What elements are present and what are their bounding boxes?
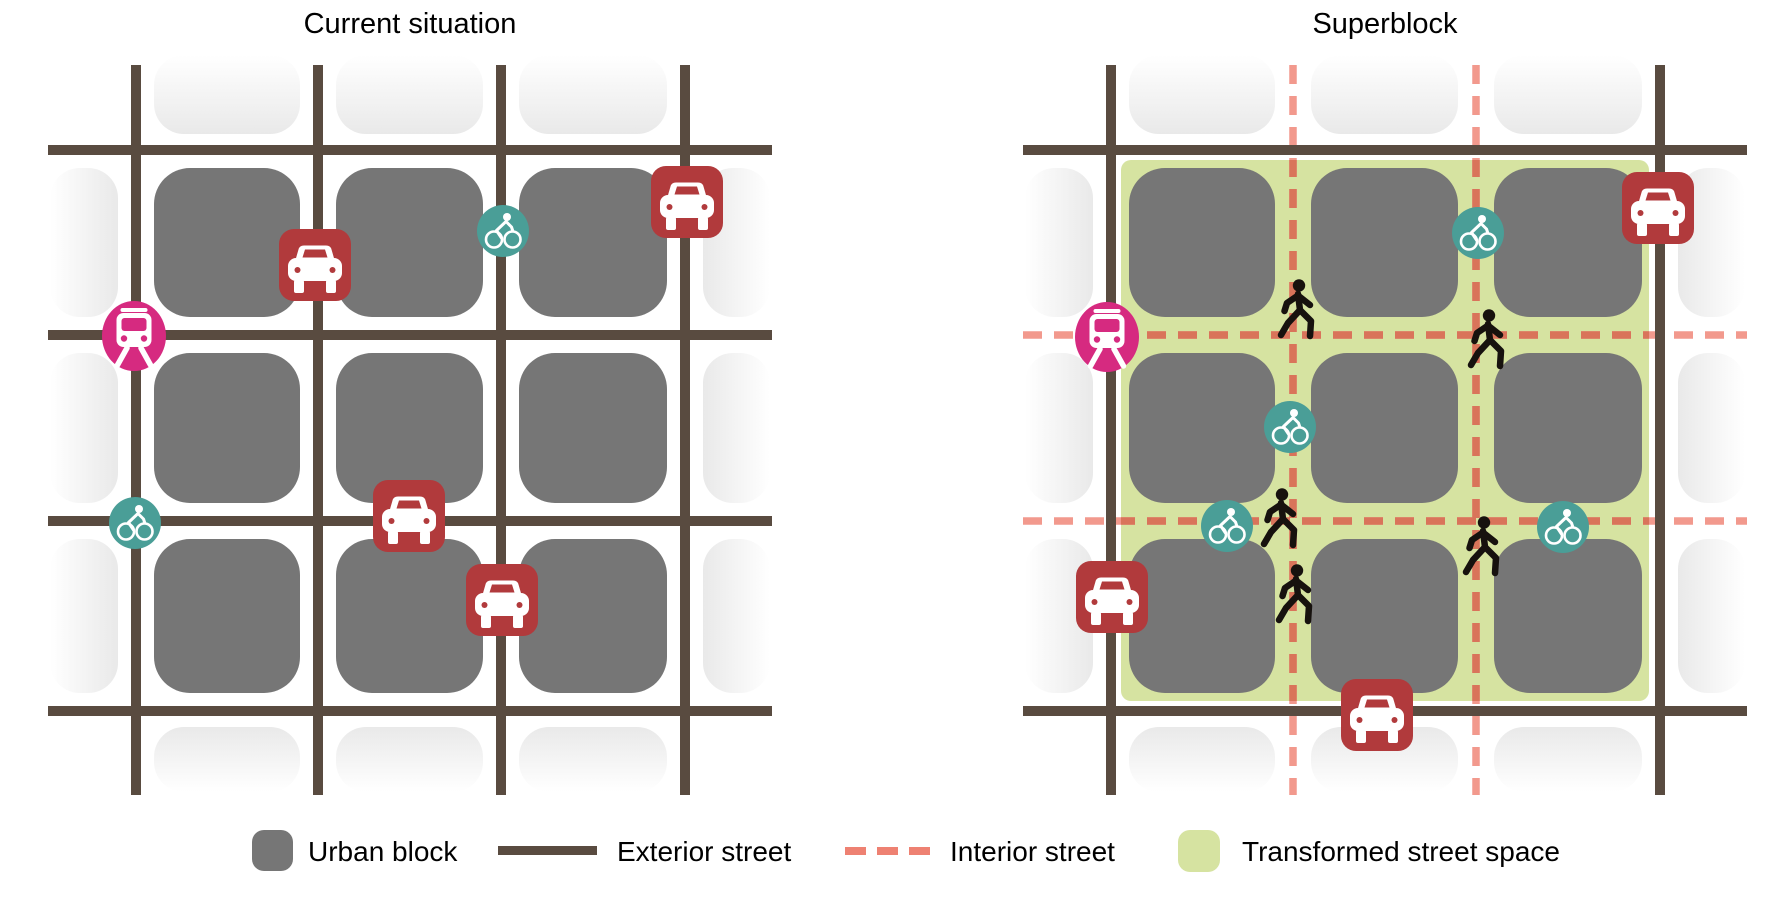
- left-panel-title: Current situation: [303, 8, 517, 40]
- transformed-street-space-swatch: [1178, 830, 1220, 872]
- exterior-street-swatch: [498, 846, 597, 855]
- urban-blocks-grid: [154, 168, 667, 693]
- right-panel-title: Superblock: [1312, 8, 1458, 40]
- interior-street-swatch: [845, 847, 930, 855]
- tram-icon: [102, 301, 166, 371]
- bicycle-icon: [1199, 498, 1255, 554]
- bicycle-icon: [1450, 205, 1506, 261]
- tram-icon: [1075, 302, 1139, 372]
- legend-label-transformed-street-space: Transformed street space: [1242, 835, 1560, 867]
- bicycle-icon: [107, 495, 163, 551]
- current-situation-panel: [48, 55, 772, 795]
- superblock-panel: [1023, 55, 1747, 795]
- urban-blocks-grid: [1129, 168, 1642, 693]
- car-icon: [1076, 561, 1148, 633]
- legend-label-interior-street: Interior street: [950, 835, 1115, 867]
- legend-label-urban-block: Urban block: [308, 835, 458, 867]
- urban-block-swatch: [252, 830, 293, 871]
- car-icon: [1622, 172, 1694, 244]
- car-icon: [373, 480, 445, 552]
- legend-label-exterior-street: Exterior street: [617, 835, 792, 867]
- bicycle-icon: [1535, 499, 1591, 555]
- car-icon: [1341, 679, 1413, 751]
- interior-streets: [1121, 160, 1649, 701]
- bicycle-icon: [475, 203, 531, 259]
- car-icon: [466, 564, 538, 636]
- car-icon: [651, 166, 723, 238]
- legend: Urban block Exterior street Interior str…: [0, 820, 1784, 882]
- car-icon: [279, 229, 351, 301]
- bicycle-icon: [1262, 399, 1318, 455]
